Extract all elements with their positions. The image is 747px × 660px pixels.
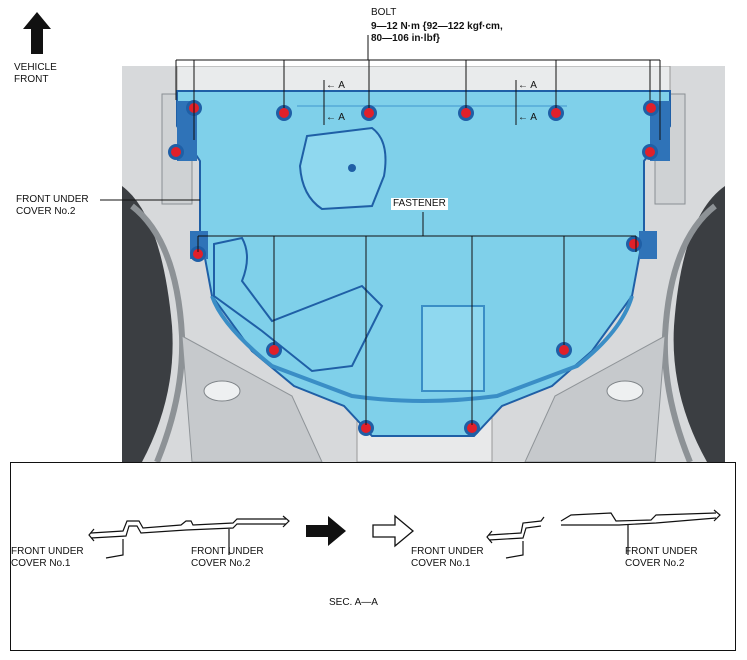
section-left-cover2-label: FRONT UNDER COVER No.2 [191,546,264,570]
fuc2-line2: COVER No.2 [16,206,76,217]
bolt-marker-2 [279,108,289,118]
section-marker-bottom-right: ← A [518,112,537,123]
section-title: SEC. A—A [329,597,378,608]
bolt-marker-0 [189,103,199,113]
bolt-label: BOLT [371,7,397,18]
vehicle-front-line2: FRONT [14,74,49,85]
section-marker-bottom-left: ← A [326,112,345,123]
section-a-a-panel: FRONT UNDER COVER No.1 FRONT UNDER COVER… [10,462,736,651]
vehicle-front-label: VEHICLE FRONT [14,62,57,86]
under-cover-illustration [122,66,725,462]
marker-letter: A [530,112,537,123]
marker-letter: A [338,112,345,123]
bolt-marker-13 [629,239,639,249]
section-left-cover1-label: FRONT UNDER COVER No.1 [11,546,84,570]
s-l-c2-line1: FRONT UNDER [191,546,264,557]
bolt-markers [168,100,659,436]
fuc2-line1: FRONT UNDER [16,194,89,205]
vehicle-front-line1: VEHICLE [14,62,57,73]
s-l-c1-line2: COVER No.1 [11,558,71,569]
bolt-marker-1 [171,147,181,157]
bolt-torque-spec: 9—12 N·m {92—122 kgf·cm, 80—106 in·lbf} [371,21,503,45]
section-marker-top-right: ← A [518,80,537,91]
s-r-c2-line2: COVER No.2 [625,558,685,569]
marker-letter: A [530,80,537,91]
bolt-marker-4 [461,108,471,118]
solid-arrow-icon [306,516,346,546]
bolt-spec-line1: 9—12 N·m {92—122 kgf·cm, [371,21,503,32]
bolt-marker-11 [467,423,477,433]
s-l-c1-line1: FRONT UNDER [11,546,84,557]
bolt-marker-7 [645,147,655,157]
section-right-cover2-label: FRONT UNDER COVER No.2 [625,546,698,570]
marker-letter: A [338,80,345,91]
bolt-marker-6 [646,103,656,113]
section-profiles [88,509,721,559]
s-l-c2-line2: COVER No.2 [191,558,251,569]
hollow-arrow-icon [372,514,415,548]
s-r-c1-line1: FRONT UNDER [411,546,484,557]
bolt-marker-3 [364,108,374,118]
bolt-spec-line2: 80—106 in·lbf} [371,33,440,44]
vehicle-front-arrow-icon [23,12,51,54]
s-r-c2-line1: FRONT UNDER [625,546,698,557]
bolt-marker-10 [361,423,371,433]
bolt-marker-9 [269,345,279,355]
section-marker-top-left: ← A [326,80,345,91]
fastener-label: FASTENER [391,198,448,210]
front-under-cover-2-label: FRONT UNDER COVER No.2 [16,194,89,218]
bolt-marker-12 [559,345,569,355]
s-r-c1-line2: COVER No.1 [411,558,471,569]
bolt-marker-8 [193,249,203,259]
section-right-cover1-label: FRONT UNDER COVER No.1 [411,546,484,570]
bolt-marker-5 [551,108,561,118]
